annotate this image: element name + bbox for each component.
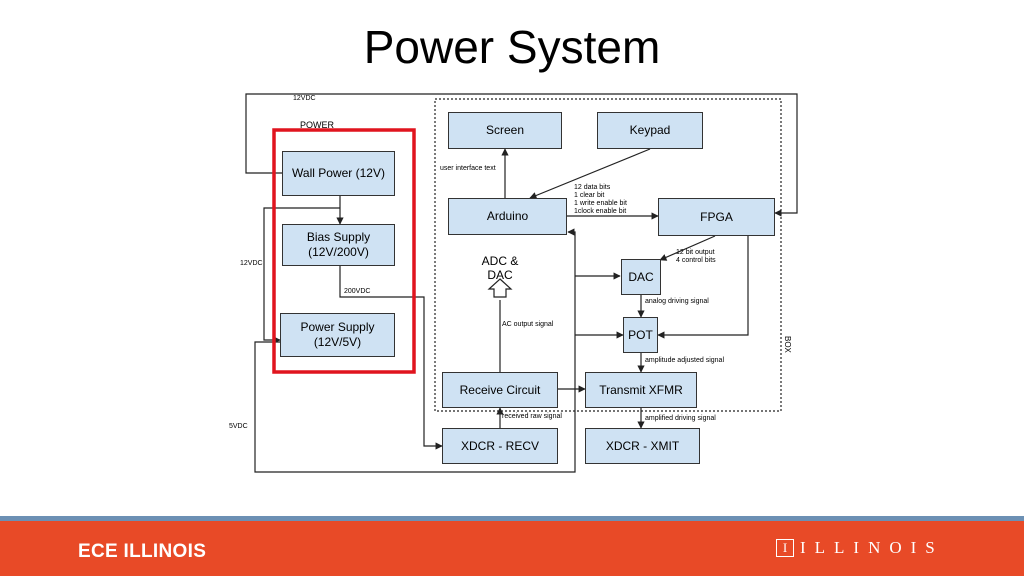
- label-200vdc: 200VDC: [344, 288, 371, 295]
- label-analog-driving: analog driving signal: [645, 298, 709, 305]
- label-amplitude-adjusted: amplitude adjusted signal: [645, 357, 724, 364]
- label-12vdc-top: 12VDC: [293, 95, 316, 102]
- xdcr-xmit-block: XDCR - XMIT: [585, 428, 700, 464]
- wire-fpga-dac: [659, 235, 716, 261]
- power-supply-block: Power Supply (12V/5V): [280, 313, 395, 357]
- power-group-label: POWER: [300, 120, 335, 130]
- label-12vdc-left: 12VDC: [240, 260, 263, 267]
- slide-title: Power System: [363, 21, 661, 73]
- label-bus-bits: 12 data bits 1 clear bit 1 write enable …: [574, 184, 627, 216]
- receive-circuit-block: Receive Circuit: [442, 372, 558, 408]
- label-ac-output: AC output signal: [502, 321, 554, 328]
- screen-block: Screen: [448, 112, 562, 149]
- ece-illinois-logo: ECE ILLINOIS: [78, 541, 207, 562]
- label-5vdc: 5VDC: [229, 423, 248, 430]
- xdcr-recv-block: XDCR - RECV: [442, 428, 558, 464]
- block-diagram: [245, 93, 798, 473]
- power-group-highlight: [272, 128, 416, 374]
- label-received-raw: received raw signal: [502, 413, 562, 420]
- wire-keypad-arduino: [529, 148, 651, 199]
- box-boundary: [434, 98, 782, 412]
- wire-12vdc-top: [245, 93, 798, 217]
- illinois-wordmark: ILLINOIS: [800, 538, 944, 557]
- footer-bar: ECE ILLINOIS I ILLINOIS: [0, 516, 1024, 576]
- fpga-block: FPGA: [658, 198, 775, 236]
- label-amplified-driving: amplified driving signal: [645, 415, 716, 422]
- label-user-interface-text: user interface text: [440, 165, 496, 172]
- label-fpga-dac-bits: 12 bit output 4 control bits: [676, 249, 716, 265]
- illinois-seal-icon: I: [776, 539, 794, 557]
- label-box: BOX: [783, 336, 792, 353]
- dac-block: DAC: [621, 259, 661, 295]
- illinois-wordmark-logo: I ILLINOIS: [776, 538, 944, 558]
- wall-power-block: Wall Power (12V): [282, 151, 395, 196]
- bias-supply-block: Bias Supply (12V/200V): [282, 224, 395, 266]
- adc-dac-arrow: [487, 278, 513, 298]
- wire-12vdc-left: [263, 207, 340, 344]
- wire-5vdc: [254, 228, 576, 473]
- wire-fpga-pot: [657, 236, 749, 339]
- transmit-xfmr-block: Transmit XFMR: [585, 372, 697, 408]
- pot-block: POT: [623, 317, 658, 353]
- label-adc-dac: ADC & DAC: [481, 254, 519, 283]
- wire-200vdc: [339, 266, 443, 450]
- arduino-block: Arduino: [448, 198, 567, 235]
- keypad-block: Keypad: [597, 112, 703, 149]
